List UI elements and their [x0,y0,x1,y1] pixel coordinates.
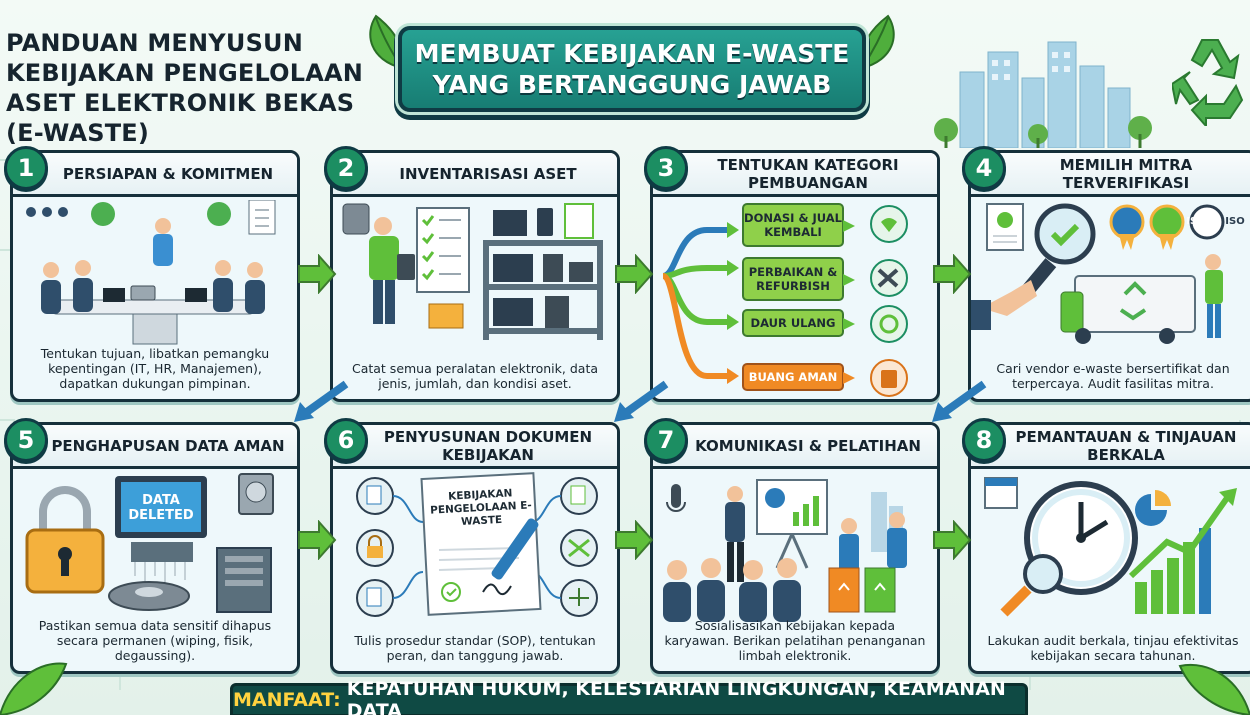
leaf-icon [0,662,68,715]
step-number: 1 [4,146,48,190]
step-number: 6 [324,418,368,462]
step-card-3: TENTUKAN KATEGORI PEMBUANGAN DONASI & JU… [650,150,940,402]
banner-line: YANG BERTANGGUNG JAWAB [432,70,832,99]
iso-badge: ISO [1186,216,1206,227]
document-title: KEBIJAKAN PENGELOLAAN E-WASTE [429,487,533,529]
step-description: Lakukan audit berkala, tinjau efektivita… [987,633,1239,663]
inventory-illustration [342,203,603,340]
data-wipe-illustration [25,473,274,613]
header-banner: MEMBUAT KEBIJAKAN E-WASTE YANG BERTANGGU… [398,26,866,112]
step-number: 5 [4,418,48,462]
recycle-icon [1172,39,1244,126]
step-number: 8 [962,418,1006,462]
step-title: TENTUKAN KATEGORI PEMBUANGAN [653,153,937,197]
step-card-8: PEMANTAUAN & TINJAUAN BERKALA Lakukan au… [968,422,1250,674]
arrow-right-icon [933,520,972,560]
arrow-down-left-icon [294,380,349,422]
step-card-1: PERSIAPAN & KOMITMEN Tentukan tujuan, li… [10,150,300,402]
arrow-down-left-icon [614,380,669,422]
category-label: PERBAIKAN & REFURBISH [748,265,838,293]
step-title: PENGHAPUSAN DATA AMAN [13,425,297,469]
city-skyline-illustration [934,41,1152,148]
vendor-audit-illustration [971,203,1225,344]
monitoring-illustration [984,477,1237,617]
step-title: PEMANTAUAN & TINJAUAN BERKALA [971,425,1250,469]
arrow-right-icon [298,254,337,294]
arrow-right-icon [298,520,337,560]
title-line: ASET ELEKTRONIK BEKAS [6,89,355,117]
footer-text: KEPATUHAN HUKUM, KELESTARIAN LINGKUNGAN,… [346,678,1006,715]
iso-badge: ISO [1225,216,1245,227]
step-description: Cari vendor e-waste bersertifikat dan te… [996,361,1230,391]
step-description: Pastikan semua data sensitif dihapus sec… [38,618,272,663]
page-title: PANDUAN MENYUSUN KEBIJAKAN PENGELOLAAN A… [6,28,366,148]
step-title: INVENTARISASI ASET [333,153,617,197]
step-number: 3 [644,146,688,190]
step-description: Tentukan tujuan, libatkan pemangku kepen… [40,346,270,391]
step-number: 4 [962,146,1006,190]
step-title: MEMILIH MITRA TERVERIFIKASI [971,153,1250,197]
step-card-5: PENGHAPUSAN DATA AMAN DATA DELETED Pasti… [10,422,300,674]
category-label: DONASI & JUAL KEMBALI [744,211,842,239]
banner-line: MEMBUAT KEBIJAKAN E-WASTE [414,39,850,68]
category-label: DAUR ULANG [750,316,836,330]
training-illustration [663,479,907,622]
leaf-icon [1178,664,1250,715]
arrow-right-icon [615,254,654,294]
step-card-2: INVENTARISASI ASET Catat semua peralatan… [330,150,620,402]
benefits-footer: MANFAAT: KEPATUHAN HUKUM, KELESTARIAN LI… [230,678,1028,715]
step-description: Sosialisasikan kebijakan kepada karyawan… [664,618,926,663]
category-label: BUANG AMAN [748,370,838,384]
title-line: (E-WASTE) [6,119,150,147]
step-card-6: PENYUSUNAN DOKUMEN KEBIJAKAN KEBIJAKAN P… [330,422,620,674]
step-card-7: KOMUNIKASI & PELATIHAN Sosialisasikan ke… [650,422,940,674]
policy-document-illustration [356,472,598,617]
step-card-4: MEMILIH MITRA TERVERIFIKASI ISO ISO Cari… [968,150,1250,402]
step-number: 2 [324,146,368,190]
arrow-down-left-icon [932,380,987,422]
step-title: PERSIAPAN & KOMITMEN [13,153,297,197]
title-line: KEBIJAKAN PENGELOLAAN [6,59,364,87]
meeting-illustration [26,200,276,345]
step-number: 7 [644,418,688,462]
arrow-right-icon [615,520,654,560]
category-branch-illustration [661,203,908,397]
step-title: KOMUNIKASI & PELATIHAN [653,425,937,469]
screen-text: DATA DELETED [128,493,194,523]
step-description: Tulis prosedur standar (SOP), tentukan p… [354,633,596,663]
arrow-right-icon [933,254,972,294]
title-line: PANDUAN MENYUSUN [6,29,304,57]
footer-label: MANFAAT: [233,689,341,711]
step-description: Catat semua peralatan elektronik, data j… [351,361,598,391]
step-title: PENYUSUNAN DOKUMEN KEBIJAKAN [333,425,617,469]
